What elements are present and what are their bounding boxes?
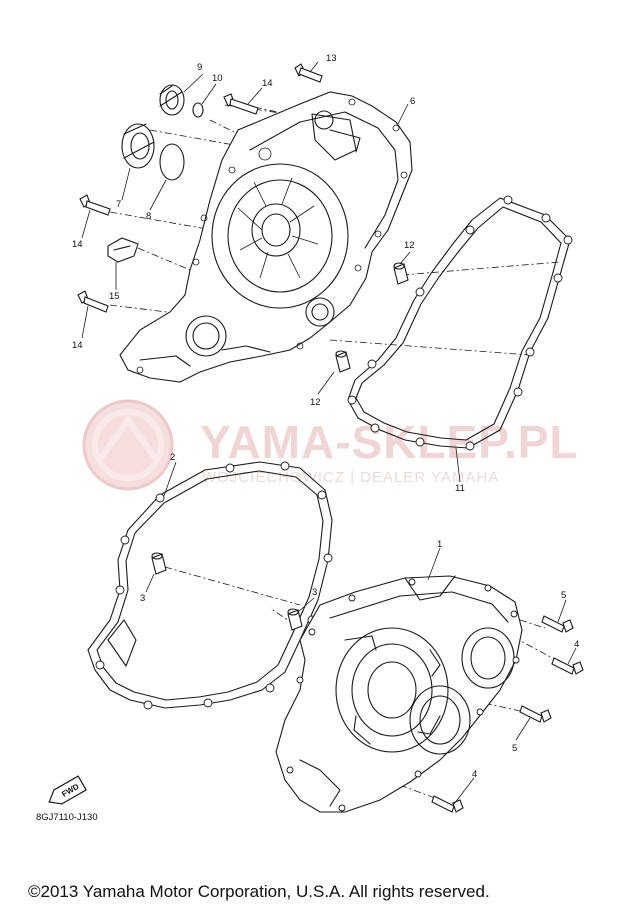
label-5-bottom: 5 [512, 743, 517, 754]
leader-lines [81, 61, 577, 805]
part-10-o-ring [192, 102, 204, 118]
label-1: 1 [437, 539, 442, 550]
part-11-gasket [347, 195, 573, 451]
part-14-bolts [77, 93, 259, 313]
label-2: 2 [170, 452, 175, 463]
fwd-arrow-icon: FWD [48, 775, 87, 805]
part-1-crankcase-cover [275, 575, 523, 813]
label-15: 15 [109, 291, 120, 302]
part-4-bolts [431, 657, 584, 813]
part-13-bolt [294, 63, 323, 83]
part-12-dowels [335, 262, 409, 373]
label-3-right: 3 [312, 587, 317, 598]
label-13: 13 [326, 53, 337, 64]
label-5-top: 5 [561, 590, 566, 601]
label-14-top: 14 [262, 78, 273, 89]
label-7: 7 [116, 199, 121, 210]
watermark-logo [82, 399, 174, 491]
label-6: 6 [410, 96, 415, 107]
label-12-bottom: 12 [310, 397, 321, 408]
label-8: 8 [146, 211, 151, 222]
part-15-clamp [107, 237, 139, 263]
watermark-brand: YAMA-SKLEP.PL [200, 416, 579, 468]
label-14-mid: 14 [72, 239, 83, 250]
part-8-o-ring [159, 143, 185, 181]
part-2-gasket [87, 461, 333, 710]
copyright-notice: ©2013 Yamaha Motor Corporation, U.S.A. A… [28, 882, 490, 901]
label-10: 10 [212, 73, 223, 84]
label-3-left: 3 [140, 593, 145, 604]
label-12-top: 12 [404, 240, 415, 251]
part-7-plug [121, 123, 155, 169]
label-4-top: 4 [574, 639, 579, 650]
watermark: YAMA-SKLEP.PL WOJCIECHOWICZ | DEALER YAM… [82, 399, 579, 491]
label-14-bottom: 14 [72, 340, 83, 351]
label-4-bottom: 4 [472, 769, 477, 780]
label-9: 9 [197, 62, 202, 73]
part-9-plug [159, 84, 185, 116]
part-6-crankcase-cover [119, 91, 413, 383]
part-3-dowels [151, 552, 303, 631]
diagram-code: 8GJ7110-J130 [36, 812, 98, 823]
part-5-bolts [519, 615, 574, 723]
label-11: 11 [455, 483, 465, 494]
part-number-labels: 9 10 14 13 6 7 8 14 15 14 12 12 11 2 3 3… [72, 53, 579, 780]
